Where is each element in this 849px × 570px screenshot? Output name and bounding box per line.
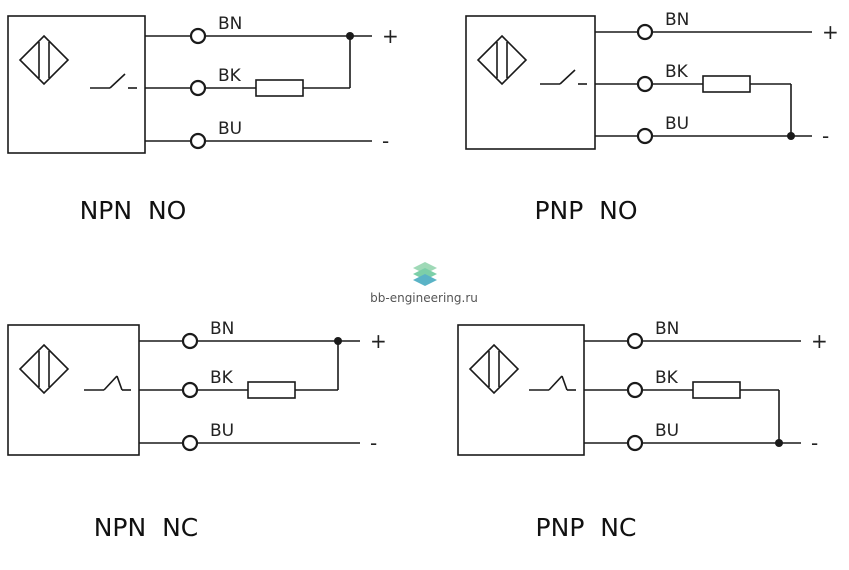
- terminal: [626, 434, 644, 452]
- polarity-sign: -: [811, 431, 818, 455]
- wire-label: BN: [655, 319, 679, 339]
- terminal: [626, 381, 644, 399]
- diagram-title: NPN NO: [80, 196, 187, 225]
- normally-open-switch: [540, 69, 587, 85]
- wire-label: BU: [655, 421, 679, 441]
- wire-bu: BU -: [595, 114, 829, 148]
- load-resistor: [702, 75, 751, 93]
- wire-label: BU: [210, 421, 234, 441]
- terminal: [189, 27, 207, 45]
- sensor-body: [465, 15, 596, 150]
- diagram-title: PNP NC: [536, 513, 637, 542]
- proximity-sensor-icon: [468, 343, 520, 395]
- terminal: [181, 381, 199, 399]
- diagram-pnp-nc: BN + BK BU - PNP NC: [457, 319, 828, 542]
- wire-label: BN: [218, 14, 242, 34]
- load-resistor: [692, 381, 741, 399]
- wire-bu: BU -: [584, 421, 818, 455]
- wire-bn: BN +: [145, 14, 399, 48]
- terminal: [189, 132, 207, 150]
- wire-label: BN: [210, 319, 234, 339]
- wire-bk: BK: [584, 368, 783, 447]
- wire-label: BU: [218, 119, 242, 139]
- diagram-title: PNP NO: [534, 196, 637, 225]
- proximity-sensor-icon: [476, 34, 528, 86]
- load-resistor: [247, 381, 296, 399]
- polarity-sign: +: [822, 20, 839, 44]
- wire-bk: BK: [595, 62, 795, 140]
- wire-label: BK: [218, 66, 242, 86]
- polarity-sign: +: [811, 329, 828, 353]
- wire-bu: BU -: [139, 421, 377, 455]
- wire-bu: BU -: [145, 119, 389, 153]
- wire-bn: BN +: [595, 10, 839, 44]
- terminal: [181, 434, 199, 452]
- normally-closed-switch: [84, 375, 131, 391]
- polarity-sign: -: [382, 129, 389, 153]
- diagram-title: NPN NC: [94, 513, 199, 542]
- junction-dot: [334, 337, 342, 345]
- polarity-sign: +: [370, 329, 387, 353]
- sensor-body: [457, 324, 585, 456]
- diagram-npn-no: BN + BK BU - NPN NO: [7, 14, 399, 225]
- terminal: [636, 127, 654, 145]
- terminal: [626, 332, 644, 350]
- wire-label: BK: [655, 368, 679, 388]
- terminal: [636, 23, 654, 41]
- sensor-body: [7, 15, 146, 154]
- wire-bn: BN +: [139, 319, 387, 353]
- terminal: [189, 79, 207, 97]
- terminal: [181, 332, 199, 350]
- terminal: [636, 75, 654, 93]
- junction-dot: [346, 32, 354, 40]
- polarity-sign: -: [370, 431, 377, 455]
- wire-label: BK: [665, 62, 689, 82]
- proximity-sensor-icon: [18, 343, 70, 395]
- diagram-pnp-no: BN + BK BU - PNP NO: [465, 10, 839, 225]
- wire-label: BU: [665, 114, 689, 134]
- wire-bn: BN +: [584, 319, 828, 353]
- normally-closed-switch: [529, 375, 576, 391]
- wire-label: BN: [665, 10, 689, 30]
- polarity-sign: -: [822, 124, 829, 148]
- load-resistor: [255, 79, 304, 97]
- sensor-body: [7, 324, 140, 456]
- proximity-sensor-icon: [18, 34, 70, 86]
- normally-open-switch: [90, 73, 137, 89]
- stacked-layers-icon: [413, 262, 437, 286]
- polarity-sign: +: [382, 24, 399, 48]
- diagram-npn-nc: BN + BK BU - NPN NC: [7, 319, 387, 542]
- wire-bk: BK: [145, 32, 354, 97]
- wire-label: BK: [210, 368, 234, 388]
- watermark-text: bb-engineering.ru: [370, 291, 478, 305]
- wire-bk: BK: [139, 337, 342, 399]
- watermark: bb-engineering.ru: [370, 262, 478, 305]
